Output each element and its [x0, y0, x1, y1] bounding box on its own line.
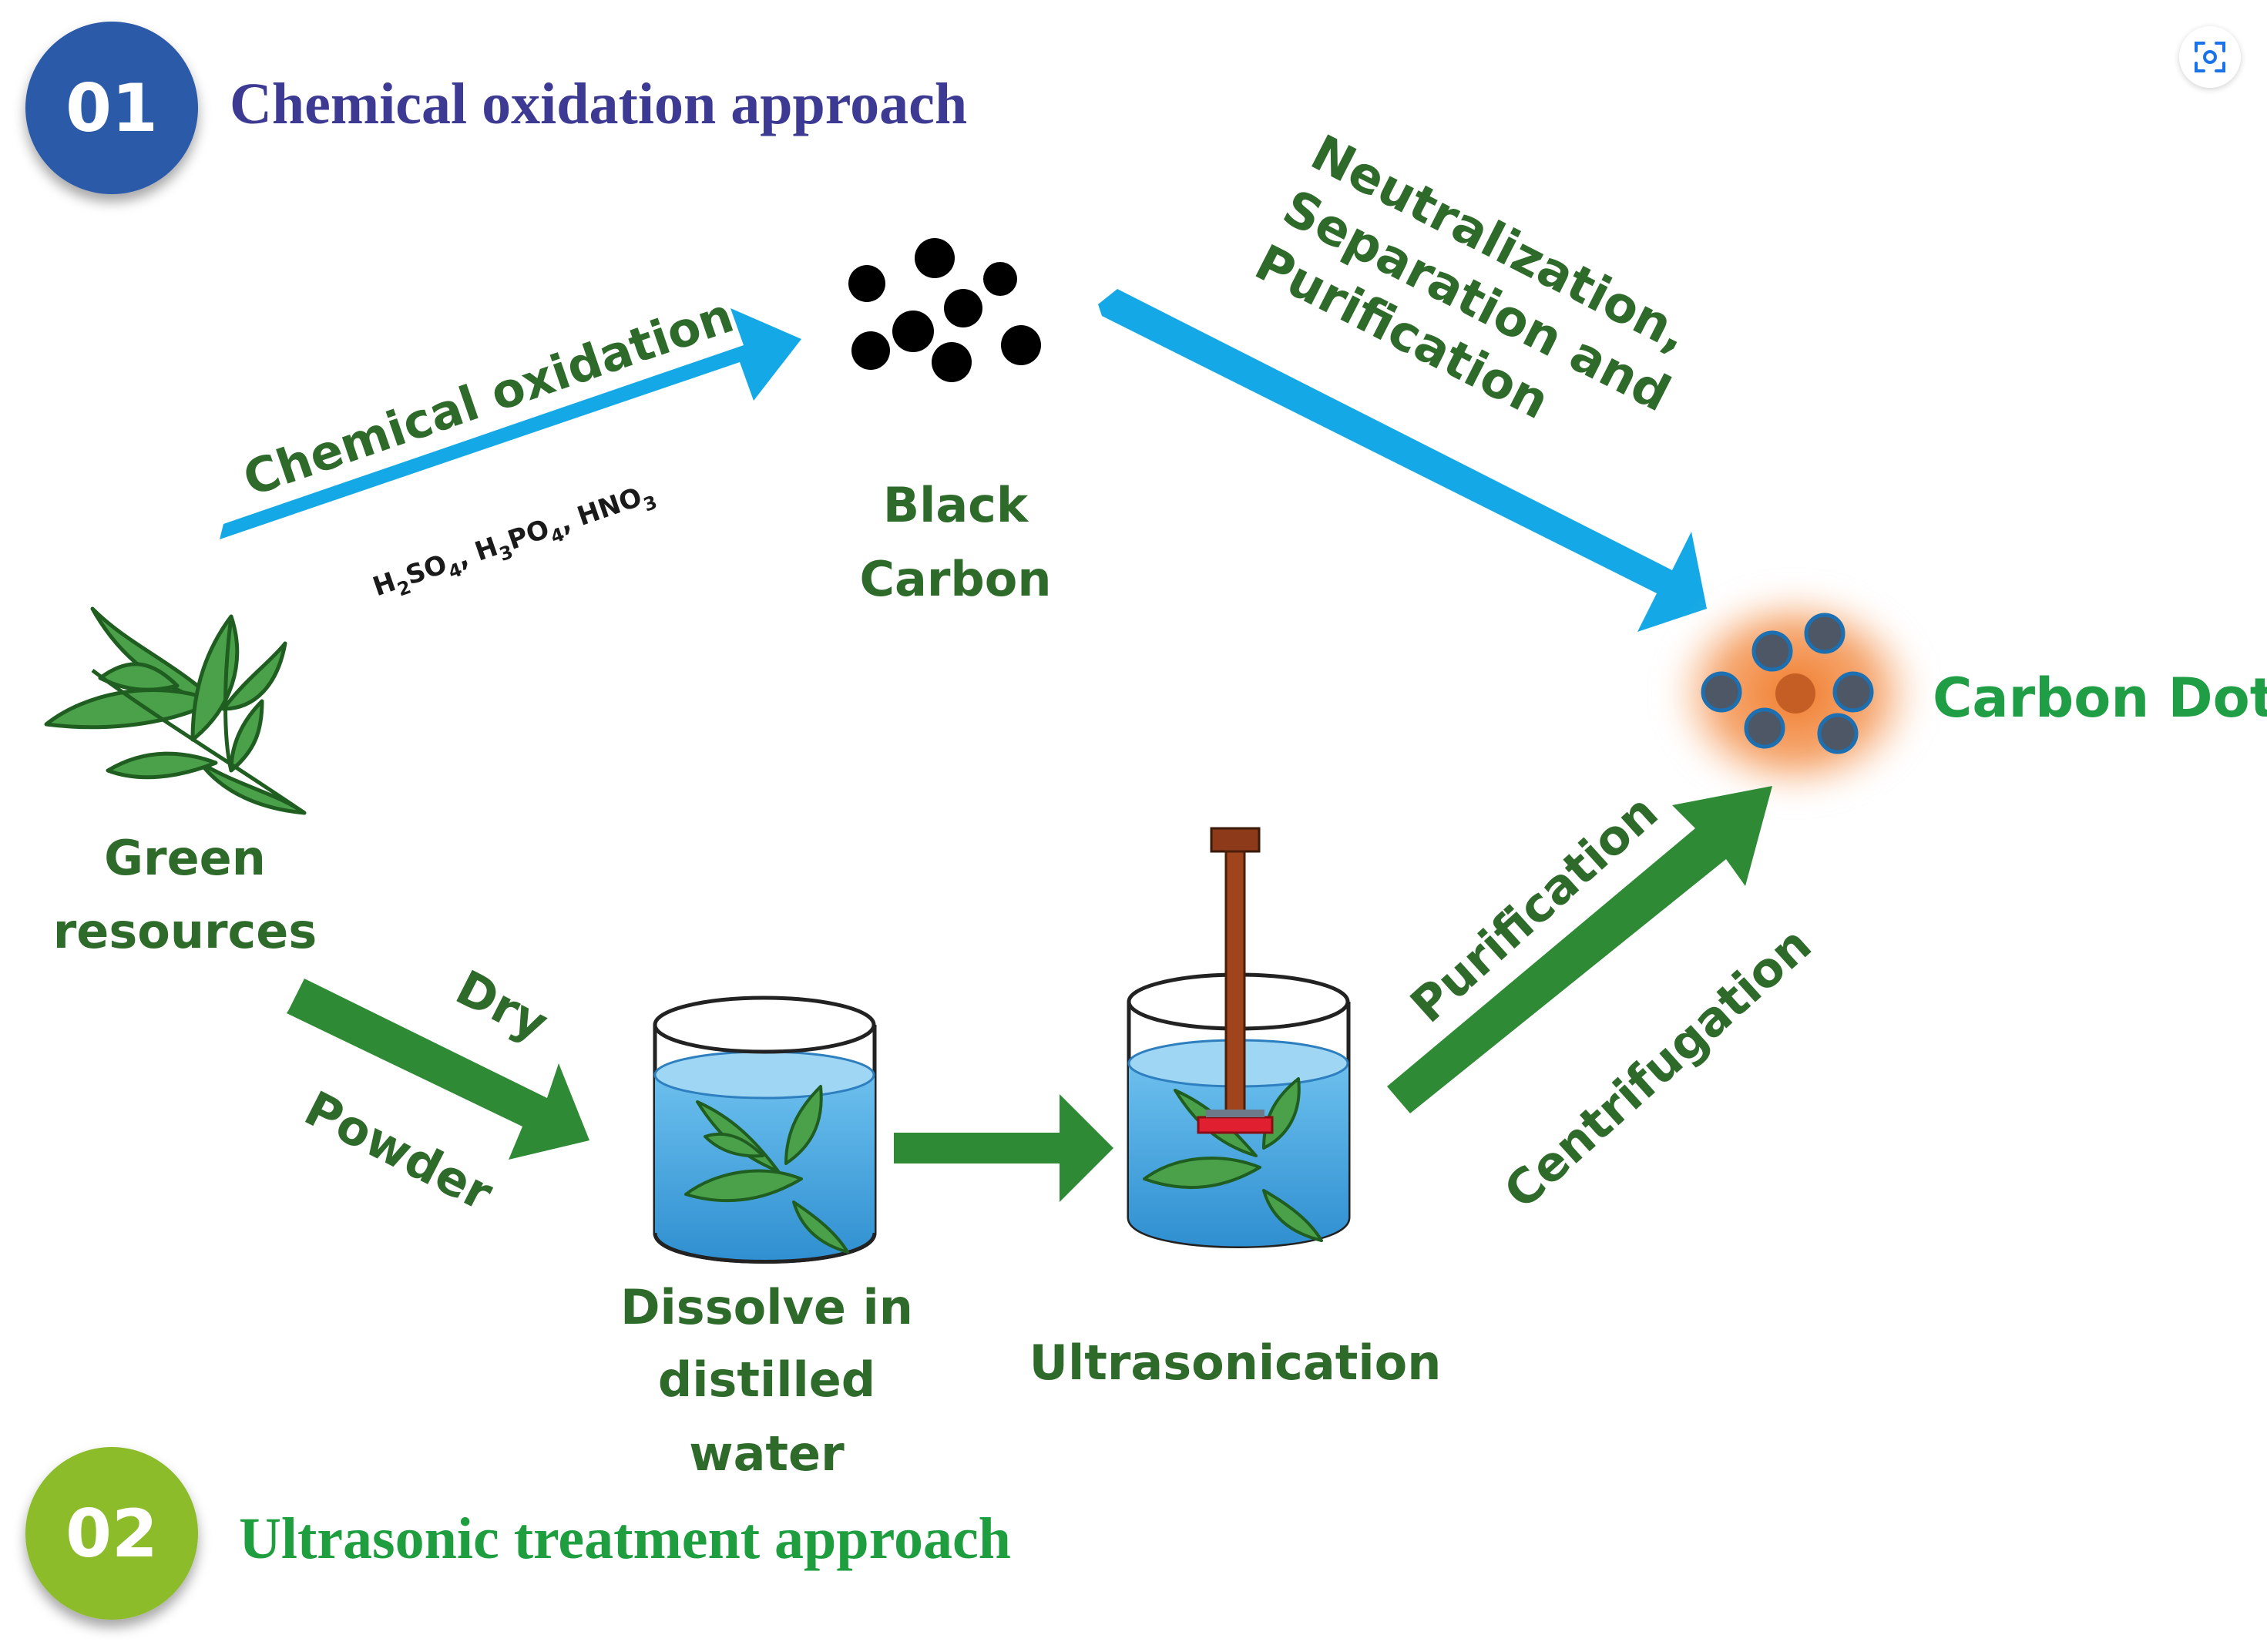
ultrasonic-probe-icon — [1197, 827, 1274, 1134]
svg-text:H2SO4, H3PO4, HNO3: H2SO4, H3PO4, HNO3 — [369, 478, 660, 608]
badge-01-number: 01 — [65, 70, 158, 147]
arrow-chemical-oxidation — [220, 308, 801, 539]
arrow-dry-powder — [287, 979, 589, 1160]
arrow-neutralization — [1098, 289, 1707, 632]
label-dissolve-3: water — [689, 1425, 845, 1482]
label-dry: Dry — [447, 959, 556, 1053]
badge-02-number: 02 — [65, 1496, 158, 1573]
black-carbon-particles — [848, 238, 1041, 382]
label-acids: H2SO4, H3PO4, HNO3 — [369, 478, 660, 608]
badge-02 — [25, 1447, 198, 1620]
label-black-carbon-2: Carbon — [859, 551, 1051, 607]
approach-1-title: Chemical oxidation approach — [230, 72, 967, 136]
beaker-icon — [653, 996, 877, 1264]
label-ultrasonication: Ultrasonication — [1029, 1335, 1442, 1391]
arrow-purification — [1387, 786, 1772, 1113]
leaf-veins — [91, 616, 306, 815]
approach-2-title: Ultrasonic treatment approach — [239, 1506, 1011, 1571]
label-dissolve-2: distilled — [658, 1351, 875, 1408]
label-green-resources-2: resources — [53, 903, 317, 959]
carbon-dot — [1664, 586, 1926, 801]
label-black-carbon-1: Black — [883, 477, 1029, 533]
label-carbon-dot: Carbon Dot — [1933, 667, 2267, 730]
visual-search-icon[interactable] — [2179, 26, 2241, 88]
badge-01 — [25, 22, 198, 194]
arrow-to-ultrasonication — [894, 1094, 1113, 1202]
label-chemical-oxidation: Chemical oxidation — [237, 287, 741, 507]
label-green-resources-1: Green — [104, 830, 266, 886]
beaker-leaf-icon — [684, 1085, 849, 1254]
leaf-icon — [44, 606, 307, 815]
label-dissolve-1: Dissolve in — [620, 1279, 913, 1335]
